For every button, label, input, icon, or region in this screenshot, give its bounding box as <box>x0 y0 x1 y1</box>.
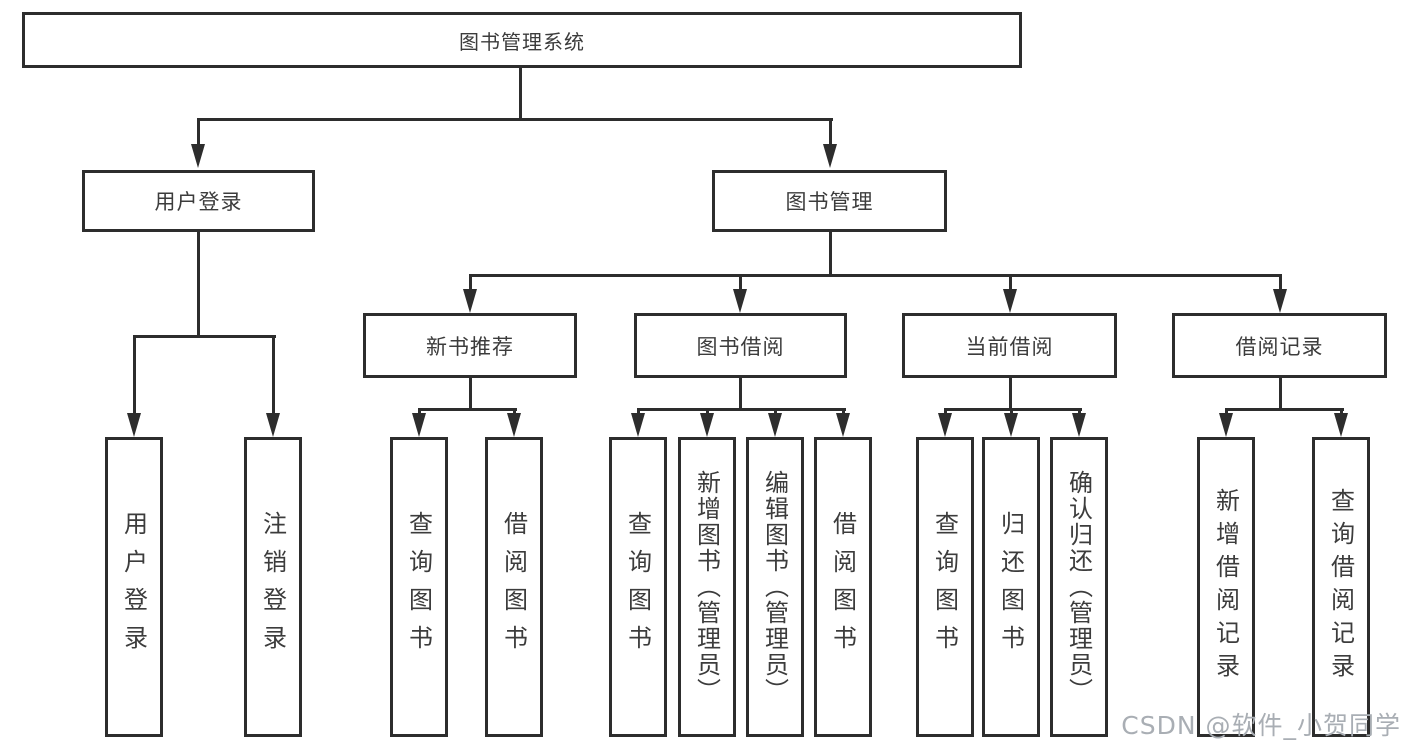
connector-vline <box>828 118 832 148</box>
arrow-down-icon <box>191 144 205 168</box>
leaf-label: 借阅图书 <box>828 511 857 663</box>
node-label: 借阅记录 <box>1235 334 1324 359</box>
node-book-management: 图书管理 <box>712 170 947 232</box>
leaf-confirm-return-admin: 确认归还（管理员） <box>1050 437 1108 737</box>
node-current-borrowing: 当前借阅 <box>902 313 1117 378</box>
watermark: CSDN @软件_小贺同学 <box>1121 711 1401 740</box>
connector-vline <box>196 232 200 338</box>
connector-vline <box>271 335 275 417</box>
node-library-management-system: 图书管理系统 <box>22 12 1022 68</box>
connector-hline <box>133 335 276 338</box>
leaf-borrow-books: 借阅图书 <box>485 437 543 737</box>
arrow-down-icon <box>412 413 426 437</box>
connector-vline <box>196 118 200 148</box>
connector-vline <box>1008 274 1012 292</box>
leaf-query-books: 查询图书 <box>390 437 448 737</box>
connector-hline <box>637 408 846 411</box>
leaf-user-login: 用户登录 <box>105 437 163 737</box>
connector-vline <box>1278 274 1282 292</box>
leaf-label: 查询借阅记录 <box>1326 488 1355 686</box>
connector-hline <box>469 274 1282 277</box>
leaf-label: 借阅图书 <box>499 511 528 663</box>
leaf-query-books: 查询图书 <box>916 437 974 737</box>
node-borrowing-records: 借阅记录 <box>1172 313 1387 378</box>
connector-vline <box>828 232 832 277</box>
node-label: 图书借阅 <box>696 334 785 359</box>
node-book-management-label: 图书管理 <box>785 190 874 214</box>
connector-vline <box>132 335 136 417</box>
leaf-add-book-admin: 新增图书（管理员） <box>678 437 736 737</box>
arrow-down-icon <box>1004 413 1018 437</box>
arrow-down-icon <box>733 289 747 313</box>
leaf-label: 确认归还（管理员） <box>1064 470 1093 704</box>
arrow-down-icon <box>463 289 477 313</box>
arrow-down-icon <box>1003 289 1017 313</box>
connector-hline <box>944 408 1082 411</box>
leaf-add-borrow-record: 新增借阅记录 <box>1197 437 1255 737</box>
leaf-edit-book-admin: 编辑图书（管理员） <box>746 437 804 737</box>
leaf-label: 注销登录 <box>258 511 287 663</box>
connector-hline <box>197 118 833 121</box>
connector-vline <box>1008 378 1012 411</box>
node-user-login-label: 用户登录 <box>154 190 243 214</box>
leaf-label: 用户登录 <box>119 511 148 663</box>
leaf-query-books: 查询图书 <box>609 437 667 737</box>
arrow-down-icon <box>1219 413 1233 437</box>
leaf-label: 新增借阅记录 <box>1211 488 1240 686</box>
arrow-down-icon <box>700 413 714 437</box>
leaf-return-book: 归还图书 <box>982 437 1040 737</box>
leaf-label: 编辑图书（管理员） <box>760 470 789 704</box>
arrow-down-icon <box>1273 289 1287 313</box>
leaf-query-borrow-record: 查询借阅记录 <box>1312 437 1370 737</box>
leaf-label: 归还图书 <box>996 511 1025 663</box>
arrow-down-icon <box>823 144 837 168</box>
connector-hline <box>418 408 517 411</box>
connector-vline <box>738 274 742 292</box>
arrow-down-icon <box>1072 413 1086 437</box>
arrow-down-icon <box>1334 413 1348 437</box>
arrow-down-icon <box>768 413 782 437</box>
leaf-label: 查询图书 <box>623 511 652 663</box>
leaf-label: 查询图书 <box>404 511 433 663</box>
connector-hline <box>1225 408 1344 411</box>
connector-vline <box>1278 378 1282 411</box>
node-user-login: 用户登录 <box>82 170 315 232</box>
arrow-down-icon <box>266 413 280 437</box>
connector-vline <box>518 68 522 121</box>
connector-vline <box>738 378 742 411</box>
arrow-down-icon <box>507 413 521 437</box>
connector-vline <box>468 378 472 411</box>
arrow-down-icon <box>127 413 141 437</box>
leaf-label: 新增图书（管理员） <box>692 470 721 704</box>
arrow-down-icon <box>631 413 645 437</box>
arrow-down-icon <box>836 413 850 437</box>
node-new-book-recommendation: 新书推荐 <box>363 313 577 378</box>
leaf-logout: 注销登录 <box>244 437 302 737</box>
node-label: 当前借阅 <box>965 334 1054 359</box>
leaf-label: 查询图书 <box>930 511 959 663</box>
leaf-borrow-books: 借阅图书 <box>814 437 872 737</box>
node-root-label: 图书管理系统 <box>459 29 585 54</box>
connector-vline <box>468 274 472 292</box>
arrow-down-icon <box>938 413 952 437</box>
node-label: 新书推荐 <box>426 334 514 359</box>
node-book-borrowing: 图书借阅 <box>634 313 847 378</box>
